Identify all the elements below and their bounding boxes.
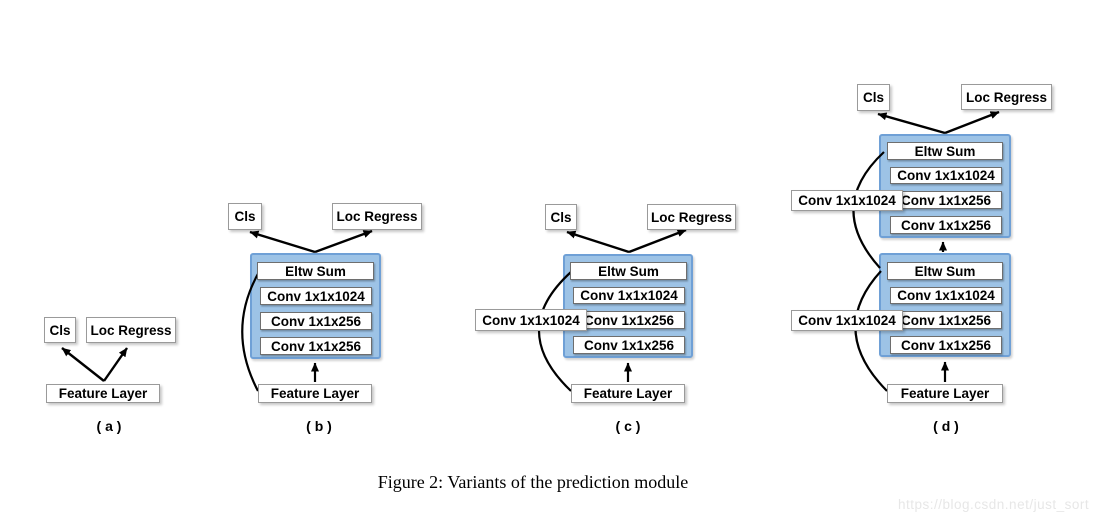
loc-regress-box-d: Loc Regress	[961, 84, 1052, 110]
arrow-module-to-cls-b	[249, 230, 316, 254]
conv-1x1x1024-box-c: Conv 1x1x1024	[573, 287, 685, 304]
side-conv-1x1x1024-box-c: Conv 1x1x1024	[475, 309, 587, 331]
conv-1x1x256-box-d-lower2: Conv 1x1x256	[890, 336, 1002, 354]
variant-label-b: ( b )	[306, 418, 332, 434]
watermark-url: https://blog.csdn.net/just_sort	[898, 497, 1090, 512]
arrow-module-to-loc-b	[314, 229, 373, 254]
variant-label-d: ( d )	[933, 418, 959, 434]
arrow-module-to-cls-c	[566, 230, 630, 254]
figure-caption: Figure 2: Variants of the prediction mod…	[377, 472, 689, 492]
cls-box-b: Cls	[228, 203, 262, 230]
side-conv-1x1x1024-box-d-lower: Conv 1x1x1024	[791, 310, 903, 331]
arrow-module-to-loc-d	[944, 110, 1000, 135]
skip-curve-feature-to-eltw-c	[538, 271, 572, 392]
variant-label-a: ( a )	[96, 418, 122, 434]
feature-layer-box-b: Feature Layer	[258, 384, 372, 403]
feature-layer-box-d: Feature Layer	[887, 384, 1003, 403]
variant-label-c: ( c )	[615, 418, 641, 434]
conv-1x1x1024-box-d-lower: Conv 1x1x1024	[890, 287, 1002, 304]
conv-1x1x256-box-d-upper2: Conv 1x1x256	[890, 216, 1002, 234]
eltw-sum-box-d-lower: Eltw Sum	[887, 262, 1003, 280]
loc-regress-box-c: Loc Regress	[647, 204, 736, 230]
arrow-module-to-cls-d	[877, 112, 946, 135]
conv-1x1x256-box-b1: Conv 1x1x256	[260, 312, 372, 330]
feature-layer-box-a: Feature Layer	[46, 384, 160, 403]
loc-regress-box-b: Loc Regress	[332, 203, 422, 230]
conv-1x1x1024-box-b: Conv 1x1x1024	[260, 287, 372, 305]
conv-1x1x256-box-d-lower1: Conv 1x1x256	[890, 311, 1002, 329]
feature-layer-box-c: Feature Layer	[571, 384, 685, 403]
arrow-module-to-loc-c	[628, 228, 687, 254]
arrow-feature-to-cls-a	[61, 347, 105, 382]
eltw-sum-box-b: Eltw Sum	[257, 262, 374, 280]
eltw-sum-box-c: Eltw Sum	[570, 262, 687, 280]
skip-curve-feature-to-eltw-b	[241, 271, 260, 392]
eltw-sum-box-d-upper: Eltw Sum	[887, 142, 1003, 160]
cls-box-c: Cls	[545, 204, 577, 230]
skip-curve-feature-to-eltw-d-lower	[854, 270, 888, 392]
side-conv-1x1x1024-box-d-upper: Conv 1x1x1024	[791, 190, 903, 211]
conv-1x1x256-box-b2: Conv 1x1x256	[260, 337, 372, 355]
cls-box-d: Cls	[857, 84, 890, 111]
conv-1x1x256-box-c1: Conv 1x1x256	[573, 311, 685, 329]
conv-1x1x256-box-d-upper1: Conv 1x1x256	[890, 191, 1002, 209]
conv-1x1x1024-box-d-upper: Conv 1x1x1024	[890, 167, 1002, 184]
loc-regress-box-a: Loc Regress	[86, 317, 176, 343]
cls-box-a: Cls	[44, 317, 76, 343]
arrow-feature-to-loc-a	[103, 347, 128, 382]
conv-1x1x256-box-c2: Conv 1x1x256	[573, 336, 685, 354]
